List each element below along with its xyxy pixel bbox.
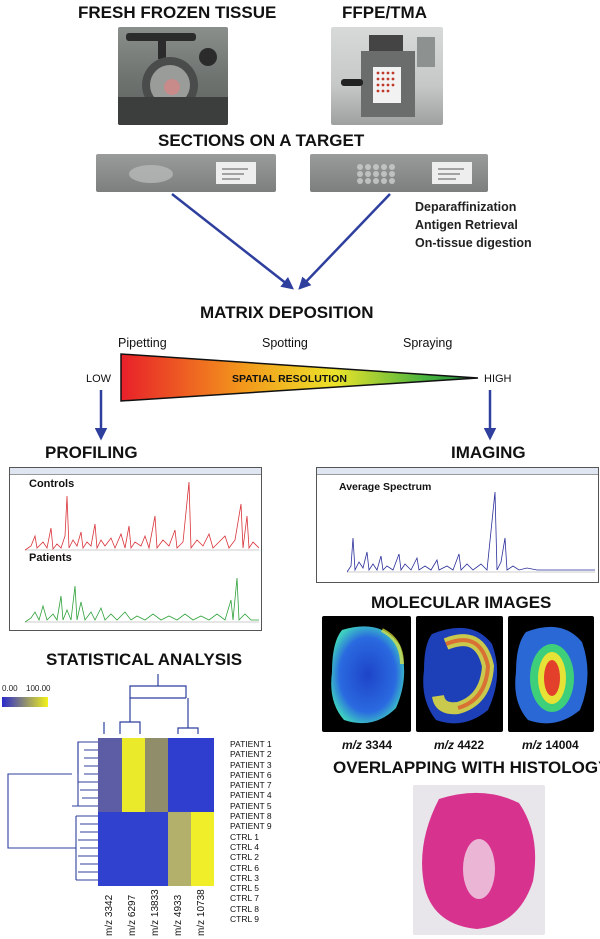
row-label: PATIENT 4 (230, 790, 272, 801)
overlapping-heading: OVERLAPPING WITH HISTOLOGY (333, 758, 600, 777)
prep-step-deparaffinization: Deparaffinization (415, 200, 517, 214)
row-label: PATIENT 2 (230, 749, 272, 760)
row-label: CTRL 9 (230, 914, 259, 925)
row-label: PATIENT 1 (230, 739, 272, 749)
row-label: CTRL 3 (230, 872, 259, 883)
method-pipetting: Pipetting (118, 336, 167, 350)
colorscale-bar (2, 697, 48, 707)
col-label: m/z 13833 (150, 889, 161, 936)
row-label: CTRL 6 (230, 862, 259, 873)
down-arrows (94, 390, 497, 441)
col-label: m/z 10738 (196, 889, 207, 936)
row-label: PATIENT 5 (230, 800, 272, 811)
row-label: CTRL 4 (230, 841, 259, 852)
mz-label-4422: m/z 4422 (434, 738, 485, 752)
profiling-heading: PROFILING (45, 443, 138, 462)
high-label: HIGH (484, 373, 512, 385)
ffpe-heading: FFPE/TMA (342, 3, 427, 22)
row-label: PATIENT 6 (230, 769, 272, 780)
column-dendrogram (103, 674, 199, 734)
prep-steps: Deparaffinization Antigen Retrieval On-t… (415, 198, 532, 252)
method-spotting: Spotting (262, 336, 308, 350)
controls-trace (25, 481, 259, 551)
average-spectrum-label: Average Spectrum (339, 481, 432, 493)
patients-trace (25, 577, 259, 623)
row-dendrogram (7, 741, 98, 881)
low-label: LOW (86, 373, 112, 385)
row-label: CTRL 8 (230, 903, 259, 914)
imaging-spectrum-panel: Average Spectrum (316, 467, 599, 583)
row-label: CTRL 5 (230, 883, 259, 894)
molecular-heading: MOLECULAR IMAGES (371, 593, 552, 612)
colorscale-min: 0.00 (2, 684, 18, 693)
average-spectrum-trace (347, 491, 595, 573)
profiling-spectrum-panel: Controls Patients (9, 467, 262, 631)
row-label: PATIENT 9 (230, 821, 272, 832)
slide-ffpe (310, 154, 488, 192)
heatmap (98, 738, 214, 886)
sections-heading: SECTIONS ON A TARGET (158, 131, 365, 150)
row-label: PATIENT 3 (230, 759, 272, 770)
colorscale-max: 100.00 (26, 684, 51, 693)
controls-label: Controls (29, 478, 75, 490)
col-label: m/z 4933 (173, 894, 184, 936)
matrix-heading: MATRIX DEPOSITION (200, 303, 374, 322)
molecular-image-4422 (416, 616, 503, 732)
prep-step-digestion: On-tissue digestion (415, 236, 532, 250)
row-label: CTRL 7 (230, 893, 259, 904)
molecular-image-3344 (322, 616, 411, 732)
col-label: m/z 6297 (127, 894, 138, 936)
resolution-wedge (120, 353, 479, 402)
resolution-label: SPATIAL RESOLUTION (232, 373, 347, 385)
molecular-image-14004 (508, 616, 594, 732)
mz-label-14004: m/z 14004 (522, 738, 579, 752)
col-label: m/z 3342 (104, 894, 115, 936)
row-label: PATIENT 7 (230, 780, 272, 791)
slide-fresh-frozen (96, 154, 276, 192)
converging-arrows (171, 193, 391, 290)
method-spraying: Spraying (403, 336, 453, 350)
statistical-heading: STATISTICAL ANALYSIS (46, 650, 243, 669)
row-label: CTRL 1 (230, 831, 259, 842)
histology-image (413, 785, 545, 935)
fresh-frozen-heading: FRESH FROZEN TISSUE (78, 3, 277, 22)
row-label: PATIENT 8 (230, 811, 272, 822)
cryostat-photo (118, 27, 228, 125)
imaging-heading: IMAGING (451, 443, 526, 462)
prep-step-antigen-retrieval: Antigen Retrieval (415, 218, 518, 232)
mz-label-3344: m/z 3344 (342, 738, 393, 752)
patients-label: Patients (29, 552, 72, 564)
heatmap-row-labels: PATIENT 1 PATIENT 2 PATIENT 3 PATIENT 6 … (230, 739, 272, 924)
microtome-photo (331, 27, 443, 125)
row-label: CTRL 2 (230, 852, 259, 863)
